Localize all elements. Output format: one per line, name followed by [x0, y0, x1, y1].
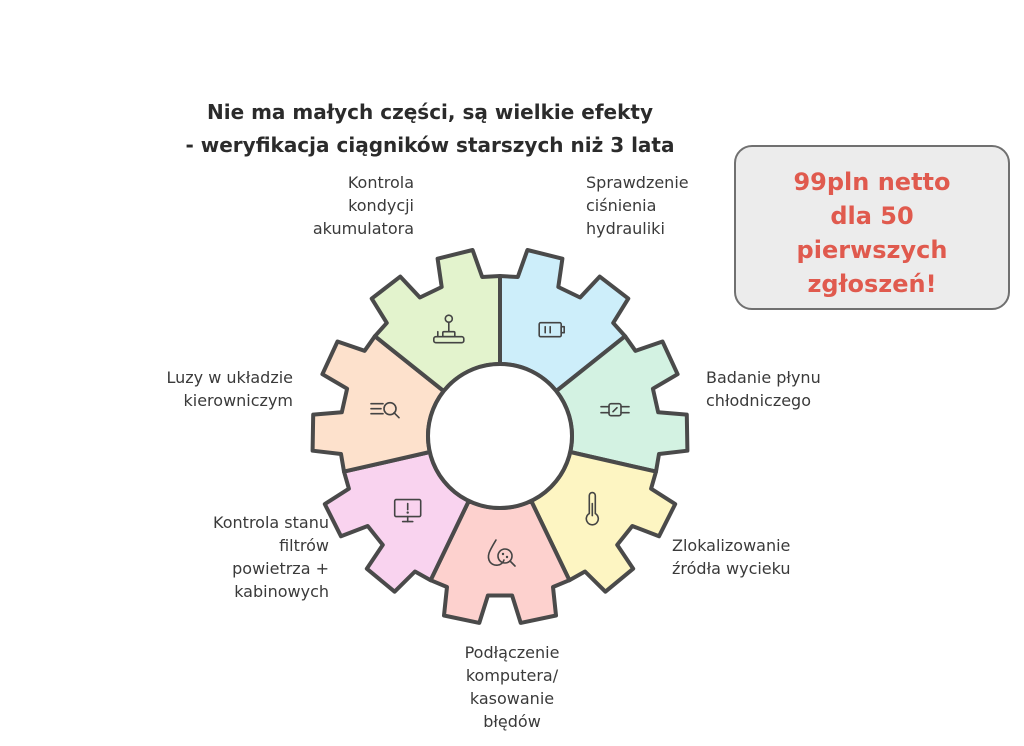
label-line: kierowniczym	[183, 391, 294, 410]
label-line: powietrza +	[232, 559, 329, 578]
label-line: kasowanie	[469, 689, 555, 708]
page-title: Nie ma małych części, są wielkie efekty …	[120, 96, 740, 162]
label-line: filtrów	[279, 536, 329, 555]
title-line-1: Nie ma małych części, są wielkie efekty	[206, 100, 654, 124]
label-line: źródła wycieku	[672, 559, 791, 578]
label-steering: Luzy w układzie kierowniczym	[167, 366, 294, 412]
label-line: błędów	[483, 712, 541, 731]
promo-line-3: pierwszych	[796, 236, 948, 264]
label-line: kabinowych	[234, 582, 329, 601]
title-line-2: - weryfikacja ciągników starszych niż 3 …	[185, 133, 675, 157]
promo-line-4: zgłoszeń!	[807, 270, 937, 298]
label-line: hydrauliki	[586, 219, 665, 238]
label-line: komputera/	[465, 666, 559, 685]
label-line: akumulatora	[312, 219, 414, 238]
label-line: Zlokalizowanie	[672, 536, 791, 555]
label-filters: Kontrola stanu filtrów powietrza + kabin…	[213, 511, 329, 603]
promo-box: 99pln netto dla 50 pierwszych zgłoszeń!	[734, 145, 1010, 310]
label-line: Kontrola stanu	[213, 513, 329, 532]
joystick-steering-icon	[432, 314, 465, 344]
label-line: Podłączenie	[464, 643, 560, 662]
label-computer: Podłączenie komputera/ kasowanie błędów	[412, 641, 612, 733]
label-line: Sprawdzenie	[586, 173, 689, 192]
gear-hub	[426, 362, 574, 510]
computer-monitor-icon	[393, 498, 422, 523]
air-filter-search-icon	[370, 401, 400, 419]
label-line: kondycji	[348, 196, 414, 215]
promo-line-2: dla 50	[830, 202, 914, 230]
label-battery: Kontrola kondycji akumulatora	[313, 171, 414, 240]
label-hydraulics: Sprawdzenie ciśnienia hydrauliki	[586, 171, 689, 240]
label-line: Badanie płynu	[706, 368, 821, 387]
label-line: chłodniczego	[706, 391, 811, 410]
label-coolant: Badanie płynu chłodniczego	[706, 366, 821, 412]
label-line: ciśnienia	[586, 196, 657, 215]
label-line: Kontrola	[347, 173, 414, 192]
battery-icon	[538, 321, 566, 338]
label-line: Luzy w układzie	[166, 368, 294, 387]
promo-line-1: 99pln netto	[793, 168, 951, 196]
promo-text: 99pln netto dla 50 pierwszych zgłoszeń!	[736, 165, 1008, 301]
label-leak: Zlokalizowanie źródła wycieku	[672, 534, 791, 580]
thermometer-icon	[585, 491, 600, 526]
leak-search-icon	[487, 539, 516, 567]
pressure-gauge-icon	[600, 402, 630, 417]
